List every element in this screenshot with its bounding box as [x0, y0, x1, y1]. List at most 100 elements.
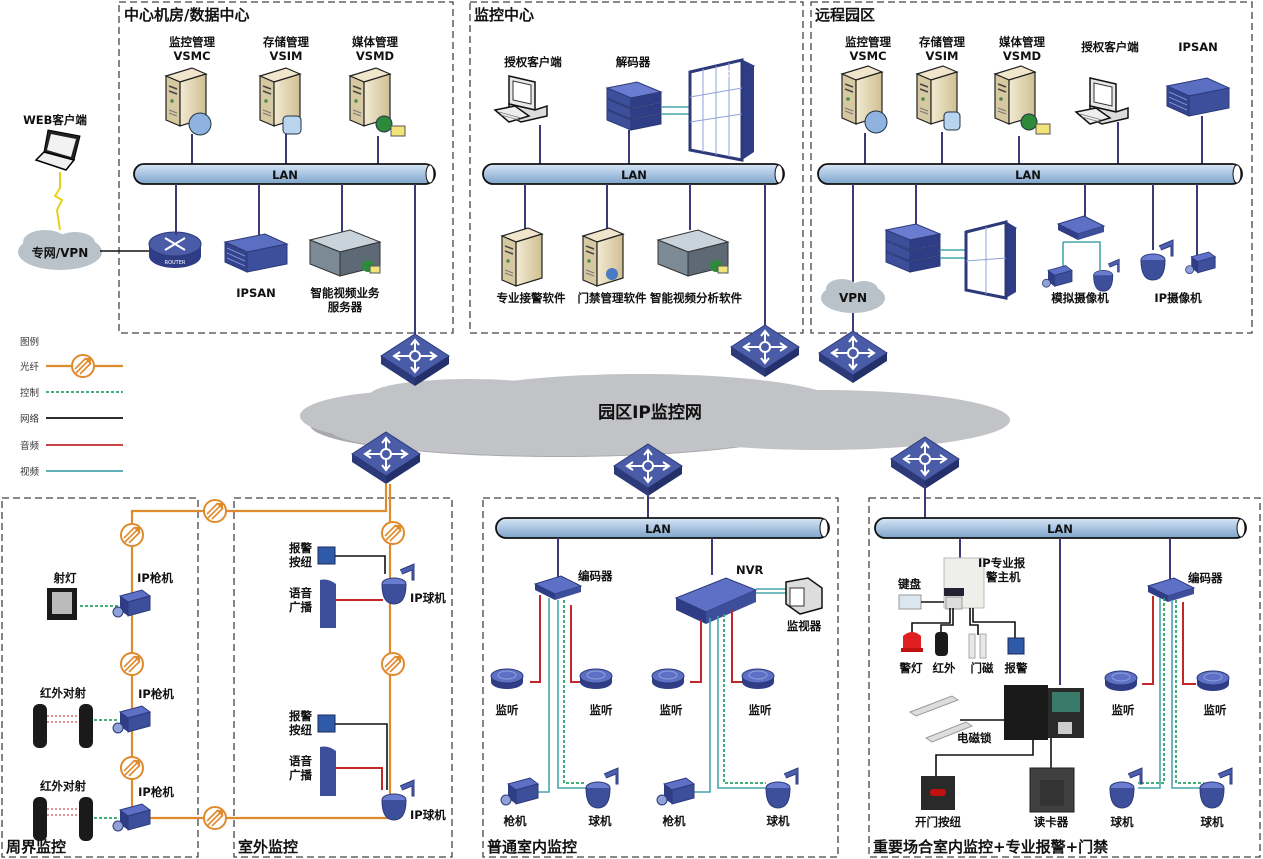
speaker-icon — [320, 579, 336, 628]
important-dome-camera-icon — [1109, 767, 1143, 809]
switch-datacenter-icon — [380, 333, 450, 387]
monitor-label: 监视器 — [787, 619, 822, 633]
lan-label: LAN — [1015, 168, 1041, 182]
legend-title: 图例 — [20, 336, 39, 348]
mic-icon — [579, 668, 613, 690]
lan-label: LAN — [645, 522, 671, 536]
server-vsmc-label-2: VSMC — [173, 49, 210, 63]
sensor-label-infrared: 红外 — [933, 661, 956, 675]
folder-icon — [390, 125, 406, 137]
legend-video-label: 视频 — [20, 466, 40, 478]
laptop-icon — [35, 129, 81, 171]
globe-icon — [864, 110, 888, 134]
legend-network-label: 网络 — [20, 413, 40, 425]
remote-ipsan-icon — [1166, 77, 1230, 117]
dome-label-1: 球机 — [589, 814, 612, 828]
decoder-icon — [606, 81, 662, 131]
fiber-transceiver-icon — [381, 521, 405, 545]
datacenter-servers: 监控管理 VSMC 存储管理 VSIM 媒体管理 VSMD — [165, 35, 406, 137]
indoor-encoder-icon — [534, 575, 582, 601]
remote-vpn-cloud: VPN — [821, 279, 885, 313]
remote-vsmc-label-1: 监控管理 — [845, 35, 891, 49]
vpn-private-label: 专网/VPN — [32, 245, 89, 260]
zone-title-perimeter: 周界监控 — [6, 838, 66, 856]
tv-label: TV — [990, 227, 1005, 240]
door-contact-icon — [968, 633, 987, 659]
zone-indoor-frame — [482, 497, 839, 858]
alarm-button-label-2b: 按纽 — [289, 723, 312, 737]
monitor-icon — [785, 577, 823, 615]
zone-datacenter-frame — [118, 1, 454, 334]
legend-control-label: 控制 — [20, 387, 39, 399]
cloud-label: 园区IP监控网 — [598, 402, 702, 423]
gun-camera-icon — [656, 777, 695, 806]
legend-fiber-label: 光纤 — [20, 361, 40, 373]
remote-desktop-pc-icon — [1075, 77, 1129, 125]
important-dome-label-2: 球机 — [1201, 815, 1224, 829]
tv-label: TV — [724, 67, 739, 80]
mag-lock-label: 电磁锁 — [957, 731, 992, 745]
remote-vsim-label-2: VSIM — [926, 49, 959, 63]
lan-label: LAN — [272, 168, 298, 182]
zone-perimeter-frame — [1, 497, 199, 858]
important-listen-label-1: 监听 — [1112, 703, 1135, 717]
dome-camera-icon — [585, 767, 619, 809]
ip-gun-label-3: IP枪机 — [138, 785, 174, 799]
card-reader-label: 读卡器 — [1034, 815, 1069, 829]
access-software-label: 门禁管理软件 — [578, 291, 647, 305]
exit-button-icon — [921, 776, 955, 810]
alarm-host-label-2: 警主机 — [985, 570, 1021, 584]
zone-title-monitor-center: 监控中心 — [474, 6, 534, 24]
mag-lock-icon — [908, 695, 974, 743]
ir-beam-label-1: 红外对射 — [40, 686, 86, 700]
indoor-encoder-label: 编码器 — [578, 569, 613, 583]
mic-icon — [1196, 670, 1230, 692]
listen-label-4: 监听 — [749, 703, 772, 717]
ip-gun-label-1: IP枪机 — [137, 571, 173, 585]
alarm-button-label-1b: 按纽 — [289, 555, 312, 569]
folder-icon — [1035, 123, 1051, 135]
alarm-software-label: 专业接警软件 — [497, 291, 566, 305]
speaker-label-2a: 语音 — [289, 754, 312, 768]
desktop-pc-icon — [494, 75, 548, 123]
ip-dome-label-1: IP球机 — [410, 591, 446, 605]
analog-camera-label: 模拟摄像机 — [1051, 291, 1109, 305]
fiber-transceiver-icon — [120, 756, 144, 780]
decoder-label: 解码器 — [616, 55, 651, 69]
remote-vpn-label: VPN — [839, 291, 867, 305]
video-server-label-1: 智能视频业务 — [311, 286, 380, 300]
gun-camera-icon — [500, 777, 539, 806]
keyboard-icon — [898, 594, 922, 610]
sensor-label-door-contact: 门磁 — [971, 661, 994, 675]
remote-tv-wall-icon: TV — [964, 220, 1018, 300]
video-server-label-2: 服务器 — [328, 300, 363, 314]
fiber-transceiver-icon — [71, 354, 95, 378]
listen-label-2: 监听 — [590, 703, 613, 717]
ir-beam-icon — [33, 797, 93, 841]
card-reader-icon — [1029, 767, 1075, 813]
database-icon — [282, 115, 302, 135]
database-icon — [943, 111, 961, 131]
ir-detector-icon — [935, 632, 948, 656]
sensor-label-warning-light: 警灯 — [899, 661, 923, 675]
video-analysis-server-icon — [656, 229, 730, 277]
ip-gun-camera-icon — [112, 705, 151, 734]
ir-beam-icon — [33, 704, 93, 748]
router-label: ROUTER — [165, 260, 186, 266]
user-icon — [606, 268, 618, 280]
zone-title-remote: 远程园区 — [815, 6, 875, 24]
remote-ip-dome-camera-icon — [1140, 239, 1174, 281]
panic-button-icon — [1007, 637, 1025, 655]
remote-vsmd-label-2: VSMD — [1003, 49, 1041, 63]
remote-auth-client-label: 授权客户端 — [1081, 40, 1139, 54]
mic-icon — [1104, 670, 1138, 692]
zone-title-datacenter: 中心机房/数据中心 — [124, 6, 249, 24]
lan-label: LAN — [1047, 522, 1073, 536]
listen-label-1: 监听 — [496, 703, 519, 717]
fiber-transceiver-icon — [381, 652, 405, 676]
ip-gun-camera-icon — [112, 803, 151, 832]
speaker-icon — [320, 746, 336, 796]
remote-analog-gun-camera-icon — [1042, 265, 1073, 288]
remote-vsmd-label-1: 媒体管理 — [998, 35, 1045, 49]
indoor-lan-pipe: LAN — [495, 517, 830, 539]
